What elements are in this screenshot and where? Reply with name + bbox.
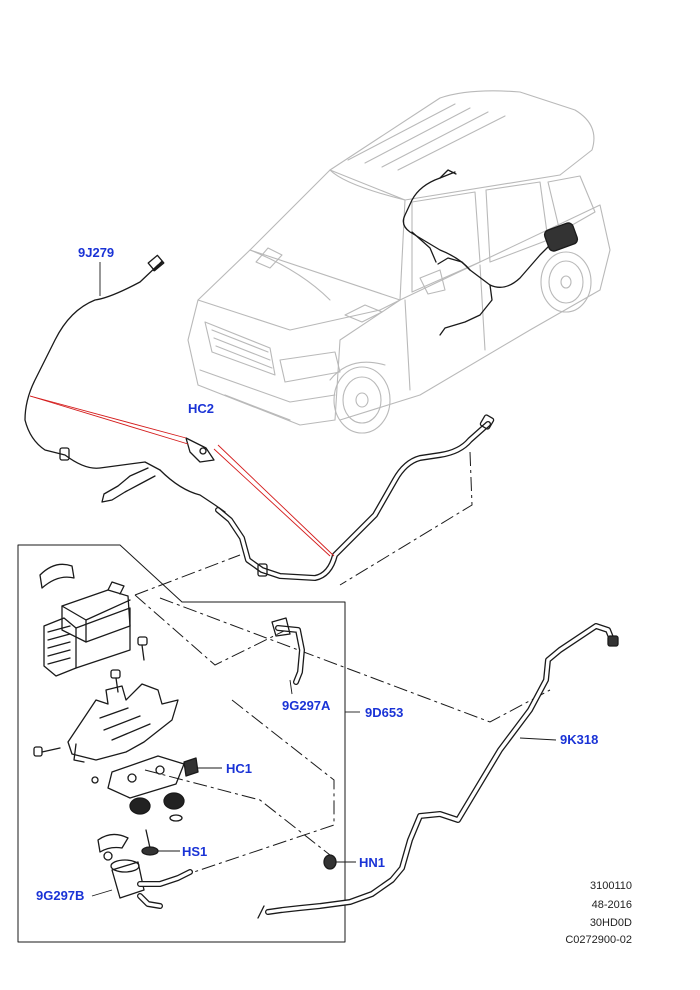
callout-hc1[interactable]: HC1 (226, 761, 253, 776)
callout-hs1[interactable]: HS1 (182, 844, 208, 859)
routing-dash-lines (134, 451, 551, 876)
part-hc2-clip[interactable] (185, 437, 215, 463)
part-9g297b-valve[interactable] (91, 851, 193, 909)
lower-bracket[interactable] (91, 755, 185, 799)
callout-9k318[interactable]: 9K318 (560, 732, 599, 747)
part-9j279-cable[interactable] (24, 254, 226, 513)
grommets[interactable] (97, 792, 185, 853)
part-hs1-screw[interactable] (141, 829, 180, 856)
part-9k318-hose[interactable] (257, 623, 619, 919)
main-fuel-vapour-hose[interactable] (215, 414, 495, 581)
canister-bolts[interactable] (33, 636, 148, 757)
vehicle-harness (402, 169, 579, 336)
callout-9g297a[interactable]: 9G297A (282, 698, 331, 713)
callout-hn1[interactable]: HN1 (359, 855, 386, 870)
part-hc1-clip[interactable] (183, 757, 222, 777)
callout-9j279[interactable]: 9J279 (78, 245, 115, 260)
meta-code-4: C0272900-02 (565, 934, 632, 946)
carbon-canister[interactable] (43, 581, 131, 677)
callout-9d653[interactable]: 9D653 (365, 705, 404, 720)
callout-9g297b[interactable]: 9G297B (36, 888, 85, 903)
exploded-view-frame (17, 544, 346, 943)
vehicle-illustration (187, 90, 611, 434)
canister-pad[interactable] (39, 563, 75, 589)
meta-code-1: 3100110 (589, 880, 632, 892)
part-9g297a-hose[interactable] (271, 617, 305, 695)
mounting-bracket[interactable] (67, 683, 179, 763)
meta-code-2: 48-2016 (591, 899, 632, 911)
part-hn1-nut[interactable] (323, 854, 356, 870)
callout-hc2[interactable]: HC2 (188, 401, 215, 416)
meta-code-3: 30HD0D (589, 917, 632, 929)
hc2-locator-lines (29, 395, 335, 557)
